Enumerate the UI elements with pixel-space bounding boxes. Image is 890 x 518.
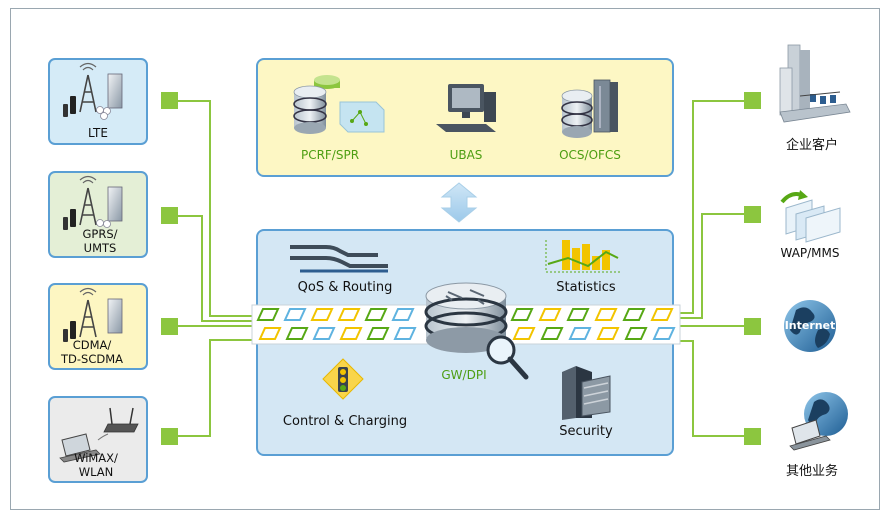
stream-packet bbox=[512, 327, 536, 340]
stream-packet bbox=[391, 308, 415, 321]
server-icon bbox=[561, 79, 618, 138]
stream-packet bbox=[283, 308, 307, 321]
globe-laptop-icon bbox=[789, 392, 848, 451]
connector-enterprise bbox=[680, 100, 755, 314]
stream-row-bottom bbox=[258, 327, 676, 340]
right-label-enterprise: 企业客户 bbox=[785, 138, 839, 153]
gprs-tower-icon bbox=[63, 175, 123, 230]
connector-lte bbox=[171, 100, 258, 317]
workstation-icon bbox=[436, 84, 496, 132]
label-security: Security bbox=[559, 424, 613, 439]
label-statistics: Statistics bbox=[556, 280, 616, 295]
bidirectional-arrow-icon bbox=[440, 182, 478, 223]
label-control-charging: Control & Charging bbox=[282, 414, 408, 429]
connector-wimax bbox=[171, 339, 258, 437]
node-label-cdma: CDMA/ TD-SCDMA bbox=[61, 338, 123, 366]
connector-gprs bbox=[171, 215, 258, 322]
stream-packet bbox=[285, 327, 309, 340]
node-box-gprs bbox=[48, 171, 148, 258]
node-box-cdma bbox=[48, 283, 148, 370]
node-label-gprs: GPRS/ UMTS bbox=[82, 227, 117, 255]
statistics-chart-icon bbox=[545, 240, 620, 273]
stream-packet bbox=[366, 327, 390, 340]
label-qos-routing: QoS & Routing bbox=[297, 280, 393, 295]
stream-packet bbox=[258, 327, 282, 340]
label-ocs-ofcs: OCS/OFCS bbox=[559, 148, 621, 162]
connector-squares bbox=[161, 92, 761, 445]
node-label-wimax-text: WiMAX/ WLAN bbox=[74, 451, 118, 479]
stream-packet bbox=[337, 308, 361, 321]
lte-tower-icon bbox=[63, 62, 123, 120]
node-label-wimax: WiMAX/ WLAN bbox=[74, 451, 118, 479]
stream-packet bbox=[622, 308, 646, 321]
label-ubas: UBAS bbox=[449, 148, 483, 162]
label-gw-dpi: GW/DPI bbox=[441, 368, 487, 382]
node-label-lte: LTE bbox=[88, 126, 108, 140]
right-connectors bbox=[680, 100, 755, 437]
cdma-tower-icon bbox=[63, 287, 123, 342]
stream-packet bbox=[364, 308, 388, 321]
stream-packet bbox=[339, 327, 363, 340]
stream-packet bbox=[510, 308, 534, 321]
routing-lines-icon bbox=[290, 245, 388, 273]
connector-wap bbox=[680, 213, 755, 319]
right-label-internet: Internet bbox=[784, 319, 836, 332]
enterprise-buildings-icon bbox=[779, 44, 851, 123]
stream-packet bbox=[256, 308, 280, 321]
stream-packet bbox=[566, 308, 590, 321]
right-label-wap-mms: WAP/MMS bbox=[780, 246, 840, 260]
control-traffic-light-icon bbox=[322, 358, 364, 400]
stream-packet bbox=[596, 327, 620, 340]
left-node-boxes bbox=[48, 58, 148, 483]
gateway-dpi-icon bbox=[424, 282, 529, 380]
stream-packet bbox=[393, 327, 417, 340]
wimax-router-laptop-icon bbox=[59, 407, 139, 463]
diagram-frame bbox=[10, 8, 880, 510]
right-label-other: 其他业务 bbox=[785, 464, 839, 479]
node-box-lte bbox=[48, 58, 148, 145]
stream-packet bbox=[624, 327, 648, 340]
stream-packet bbox=[594, 308, 618, 321]
stream-packet bbox=[540, 327, 564, 340]
stream-packet bbox=[538, 308, 562, 321]
connector-other bbox=[680, 340, 755, 437]
globe-icon bbox=[784, 300, 836, 352]
left-connectors bbox=[171, 100, 258, 437]
stream-packet bbox=[310, 308, 334, 321]
wap-windows-icon bbox=[780, 190, 841, 243]
database-icon bbox=[293, 75, 385, 134]
label-pcrf-spr: PCRF/SPR bbox=[300, 148, 360, 162]
node-label-gprs-text: GPRS/ UMTS bbox=[82, 227, 118, 255]
stream-packet bbox=[312, 327, 336, 340]
stream-packet bbox=[650, 308, 674, 321]
security-firewall-icon bbox=[562, 366, 611, 420]
stream-row-top bbox=[256, 308, 674, 321]
stream-packet bbox=[652, 327, 676, 340]
stream-packet bbox=[568, 327, 592, 340]
node-label-cdma-text: CDMA/ TD-SCDMA bbox=[60, 338, 124, 366]
